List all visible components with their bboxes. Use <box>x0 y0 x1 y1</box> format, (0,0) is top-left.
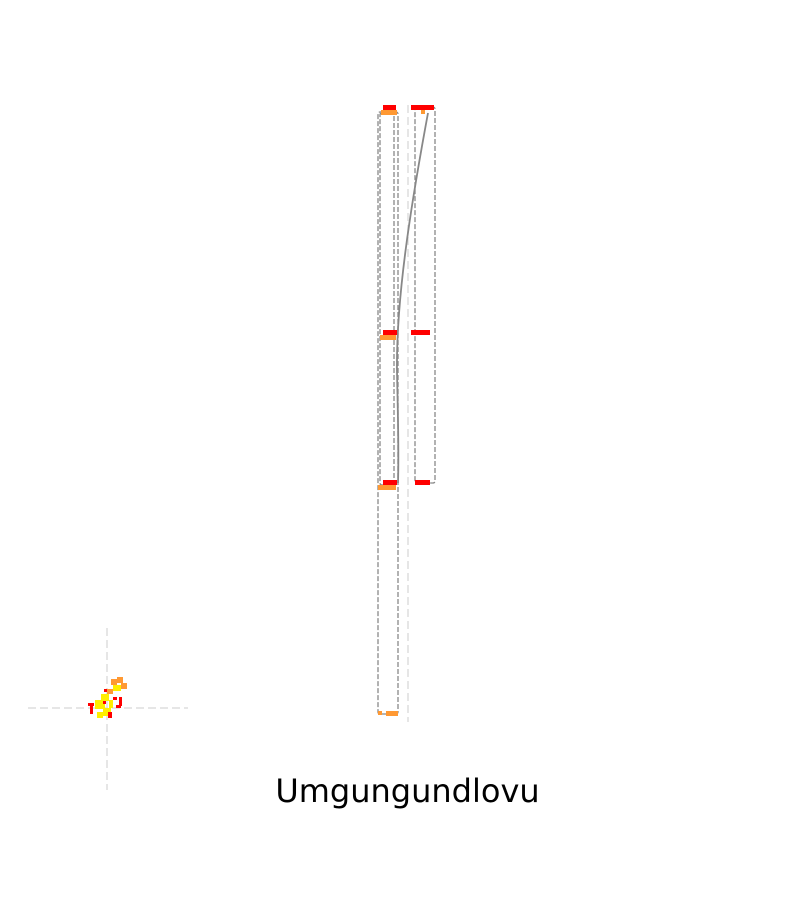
marker-top-left <box>383 105 396 110</box>
outline-inner-upper <box>379 112 395 486</box>
pixel-cluster <box>88 677 127 718</box>
orange-markers <box>378 110 425 716</box>
marker-top-orange-dot <box>421 110 425 114</box>
marker-low-orange <box>378 485 396 490</box>
red-markers <box>383 105 434 485</box>
marker-bottom-orange <box>386 711 398 716</box>
outline-right-column <box>414 106 436 484</box>
marker-mid-left <box>383 330 397 335</box>
connector-curve <box>396 112 429 484</box>
outline-left-column <box>377 111 399 715</box>
dashed-outlines <box>377 106 436 715</box>
marker-low-left <box>383 480 397 485</box>
place-name-caption: Umgungundlovu <box>275 772 540 810</box>
marker-top-orange <box>381 110 397 115</box>
marker-bottom-orange-dot <box>378 711 382 715</box>
marker-low-right <box>415 480 430 485</box>
marker-top-right <box>411 105 434 110</box>
marker-mid-right <box>411 330 430 335</box>
marker-mid-orange <box>380 335 396 340</box>
